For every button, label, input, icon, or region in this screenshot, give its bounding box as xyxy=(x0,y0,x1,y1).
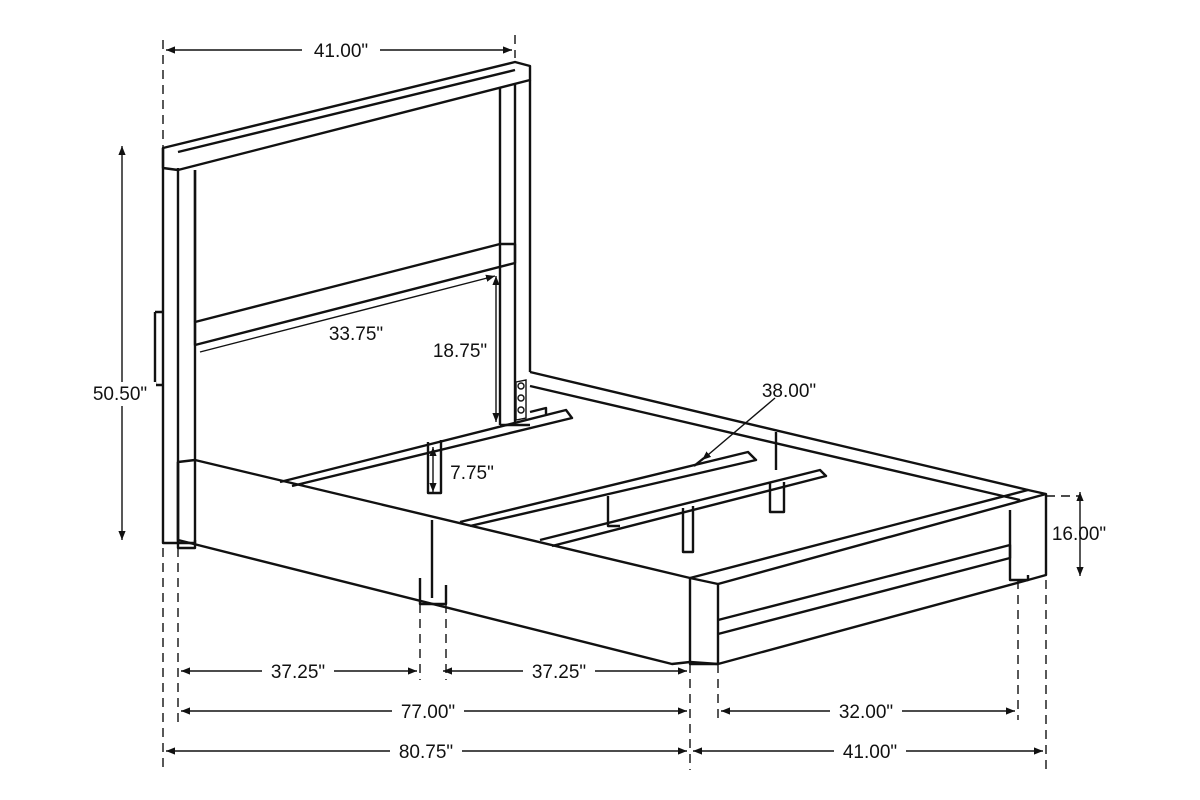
overall-width-label: 41.00" xyxy=(843,742,897,763)
panel-width-label: 33.75" xyxy=(329,324,383,345)
bed-frame xyxy=(176,370,1048,666)
rail-segment-left-label: 37.25" xyxy=(271,662,325,683)
extension-lines xyxy=(162,35,1080,770)
inner-width-label: 32.00" xyxy=(839,702,893,723)
leg-height-label: 7.75" xyxy=(450,463,494,484)
headboard-clearance-label: 18.75" xyxy=(433,341,487,362)
headboard-width-label: 41.00" xyxy=(314,41,368,62)
overall-length-label: 80.75" xyxy=(399,742,453,763)
dimension-labels: 41.00" 50.50" 33.75" 18.75" 38.00" 7.75"… xyxy=(84,38,1106,763)
headboard xyxy=(153,60,532,545)
slat-length-label: 38.00" xyxy=(762,381,816,402)
rail-segment-right-label: 37.25" xyxy=(532,662,586,683)
inner-length-label: 77.00" xyxy=(401,702,455,723)
dimension-lines xyxy=(118,46,1084,755)
side-height-label: 16.00" xyxy=(1052,524,1106,545)
overall-height-label: 50.50" xyxy=(93,384,147,405)
